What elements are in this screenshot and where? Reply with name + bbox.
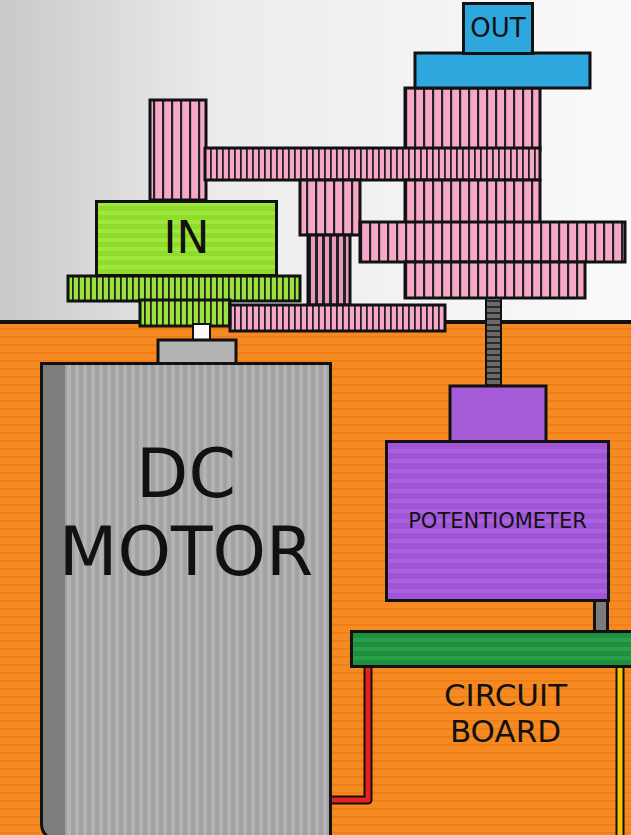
gear bbox=[405, 262, 585, 298]
potentiometer-shaft-line bbox=[596, 602, 606, 630]
dc-motor: DC MOTOR bbox=[40, 362, 332, 835]
motor-cap bbox=[158, 340, 236, 364]
text-stack: IN bbox=[164, 213, 210, 264]
dc-motor-label: DC MOTOR bbox=[51, 435, 321, 591]
circuit-board-label: CIRCUIT BOARD bbox=[401, 678, 611, 749]
input-label-box: IN bbox=[95, 200, 278, 277]
potentiometer-screw bbox=[486, 298, 501, 388]
text-stack: DC MOTOR bbox=[51, 435, 321, 591]
wire-outline bbox=[616, 660, 625, 835]
board-bar bbox=[350, 630, 631, 668]
output-disk bbox=[415, 53, 590, 88]
gear bbox=[230, 305, 445, 331]
gear bbox=[405, 180, 540, 224]
text-stack: OUT bbox=[470, 14, 525, 44]
output-label-box: OUT bbox=[462, 2, 534, 55]
red-wire bbox=[332, 668, 368, 800]
red-wire-outline bbox=[332, 668, 368, 800]
potentiometer: POTENTIOMETER bbox=[385, 440, 610, 602]
red-wire-line bbox=[332, 668, 368, 800]
gear bbox=[205, 148, 540, 180]
potentiometer-label: POTENTIOMETER bbox=[408, 509, 587, 533]
output-label-box-label: OUT bbox=[470, 14, 525, 44]
input-label-box-label: IN bbox=[164, 213, 210, 264]
circuit-board: CIRCUIT BOARD bbox=[350, 630, 631, 770]
potentiometer-cap bbox=[450, 386, 546, 442]
housing bbox=[0, 322, 631, 835]
gear-shaft bbox=[308, 235, 350, 305]
gear bbox=[68, 276, 300, 301]
pinion bbox=[140, 300, 230, 326]
gear-shaft bbox=[300, 180, 360, 235]
gear bbox=[360, 222, 625, 262]
gear bbox=[150, 100, 206, 200]
gear bbox=[405, 88, 540, 150]
text-stack: POTENTIOMETER bbox=[408, 509, 587, 533]
yellow-wire bbox=[618, 660, 623, 835]
potentiometer-shaft bbox=[601, 602, 602, 630]
text-stack: CIRCUIT BOARD bbox=[401, 678, 611, 749]
potentiometer-shaft-outline bbox=[593, 602, 609, 630]
